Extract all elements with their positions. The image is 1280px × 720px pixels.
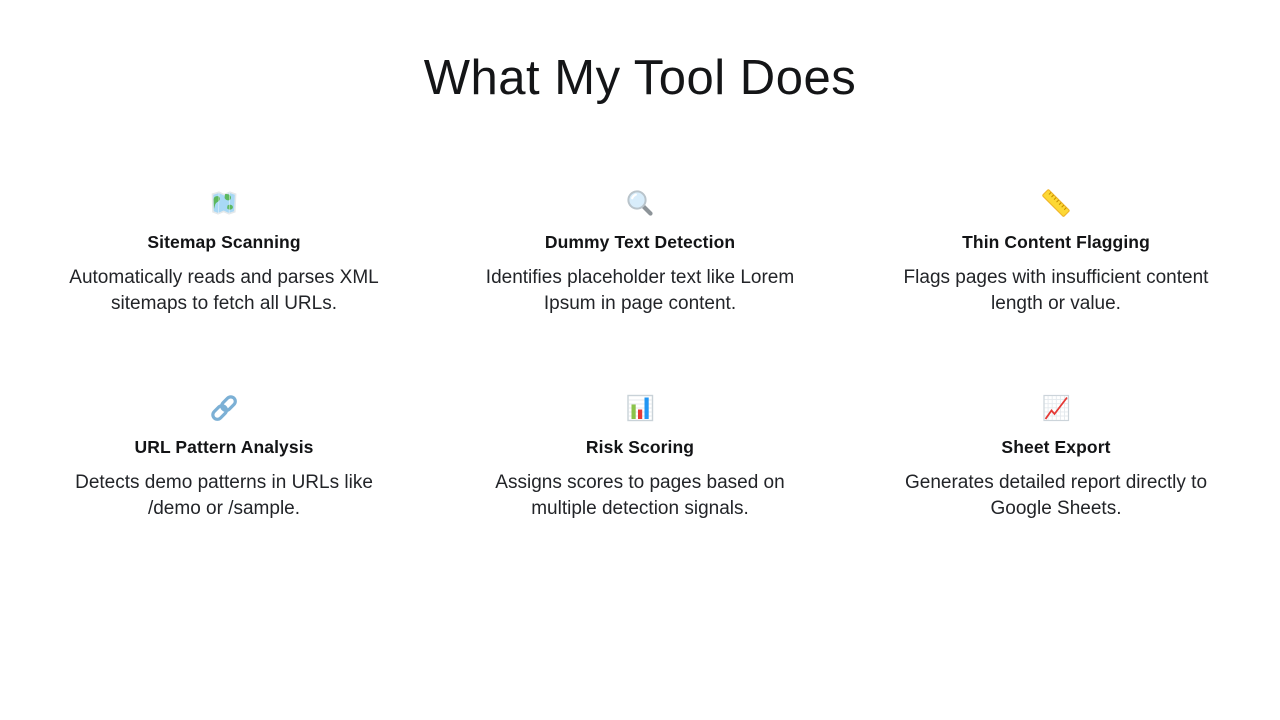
feature-title: Dummy Text Detection	[544, 232, 736, 252]
feature-description: Detects demo patterns in URLs like /demo…	[75, 472, 373, 519]
world-map-icon	[66, 186, 382, 220]
magnifying-glass-icon	[482, 186, 798, 220]
feature-card-sitemap-scanning: Sitemap Scanning Automatically reads and…	[66, 186, 382, 317]
feature-description: Identifies placeholder text like Lorem I…	[485, 267, 795, 314]
feature-card-thin-content-flagging: Thin Content Flagging Flags pages with i…	[898, 186, 1214, 317]
feature-description: Automatically reads and parses XML sitem…	[69, 267, 379, 314]
feature-title: Risk Scoring	[585, 437, 695, 457]
ruler-icon	[898, 186, 1214, 220]
features-grid: Sitemap Scanning Automatically reads and…	[66, 186, 1214, 522]
feature-card-risk-scoring: Risk Scoring Assigns scores to pages bas…	[482, 391, 798, 522]
feature-description: Generates detailed report directly to Go…	[904, 472, 1208, 519]
bar-chart-icon	[482, 391, 798, 425]
chart-increasing-icon	[898, 391, 1214, 425]
page-title: What My Tool Does	[423, 51, 857, 105]
feature-title: Thin Content Flagging	[962, 232, 1150, 252]
feature-description: Flags pages with insufficient content le…	[903, 267, 1209, 314]
feature-title: Sheet Export	[1001, 437, 1111, 457]
slide: What My Tool Does Sitemap Scanning Autom…	[0, 50, 1280, 720]
feature-card-sheet-export: Sheet Export Generates detailed report d…	[898, 391, 1214, 522]
feature-title: URL Pattern Analysis	[134, 437, 314, 457]
feature-card-dummy-text-detection: Dummy Text Detection Identifies placehol…	[482, 186, 798, 317]
link-icon	[66, 391, 382, 425]
feature-title: Sitemap Scanning	[147, 232, 301, 252]
feature-description: Assigns scores to pages based on multipl…	[495, 472, 785, 519]
feature-card-url-pattern-analysis: URL Pattern Analysis Detects demo patter…	[66, 391, 382, 522]
